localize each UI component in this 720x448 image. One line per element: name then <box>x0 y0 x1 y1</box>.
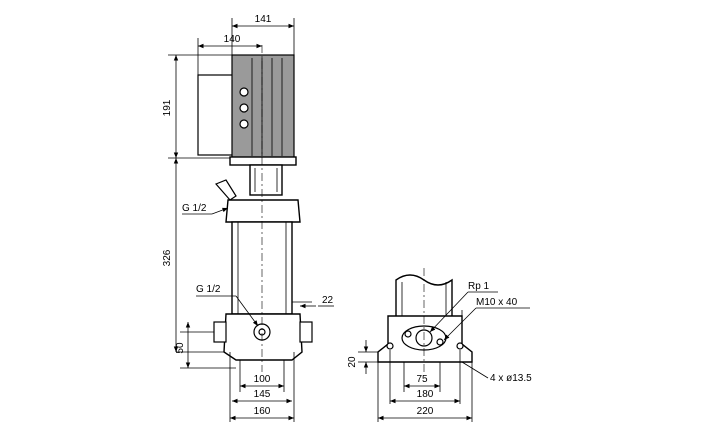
port-bottom-label: G 1/2 <box>196 284 221 295</box>
cable-gland-icon <box>239 103 249 113</box>
bolt-hole-icon <box>456 342 464 350</box>
base-view: Rp 1 M10 x 40 4 x ø13.5 20 75 180 220 <box>347 268 532 422</box>
label-rp: Rp 1 <box>468 281 490 292</box>
right-port-plug <box>299 321 313 343</box>
dim-pump-height: 326 <box>162 249 173 266</box>
dim-motor-top: 141 <box>255 14 272 25</box>
side-view: 141 140 191 326 50 G 1/2 G 1/2 22 <box>162 14 334 422</box>
pump-sleeve <box>231 221 293 315</box>
dim-base-160: 160 <box>254 406 271 417</box>
dim-port-offset: 22 <box>322 295 334 306</box>
label-holes: 4 x ø13.5 <box>490 373 532 384</box>
port-top-label: G 1/2 <box>182 203 207 214</box>
motor-flange <box>229 156 297 166</box>
bolt-hole-icon <box>386 342 394 350</box>
dim-180: 180 <box>417 389 434 400</box>
vent-screw-icon <box>214 179 237 201</box>
dim-75: 75 <box>416 374 428 385</box>
dim-220: 220 <box>417 406 434 417</box>
dim-base-145: 145 <box>254 389 271 400</box>
dim-motor-height: 191 <box>162 99 173 116</box>
dim-motor-width: 140 <box>224 34 241 45</box>
sleeve-section <box>395 274 453 321</box>
left-port-plug <box>213 321 227 343</box>
dim-base-height: 50 <box>175 342 186 354</box>
dim-foot-height: 20 <box>347 356 358 368</box>
cable-gland-icon <box>239 119 249 129</box>
cable-gland-icon <box>239 87 249 97</box>
pump-head <box>225 199 301 223</box>
dim-ports-spacing: 100 <box>254 374 271 385</box>
label-m10: M10 x 40 <box>476 297 518 308</box>
